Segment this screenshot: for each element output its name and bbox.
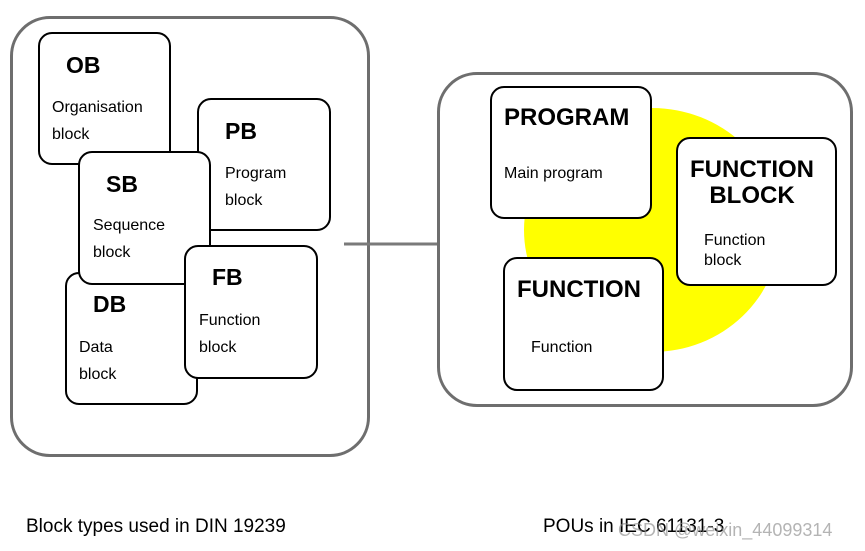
sb-desc-line-2: block [93, 244, 131, 261]
function-pou: FUNCTION Function [503, 257, 664, 391]
pb-block: PB Program block [197, 98, 331, 231]
pb-desc: Program block [225, 160, 345, 214]
ob-abbr: OB [66, 52, 101, 78]
sb-desc-line-1: Sequence [93, 217, 166, 234]
db-block: DB Data block [65, 272, 198, 405]
fb-desc-line-1: Function [199, 312, 261, 329]
function-block-pou: FUNCTION BLOCK Function block [676, 137, 837, 286]
pb-desc-line-1: Program [225, 165, 287, 182]
fb-desc-line-2: block [199, 339, 237, 356]
function-desc: Function [531, 339, 593, 356]
program-desc: Main program [504, 165, 603, 182]
fb-abbr: FB [212, 264, 243, 290]
db-abbr: DB [93, 291, 127, 317]
pb-abbr: PB [225, 118, 257, 144]
left-caption: Block types used in DIN 19239 [26, 516, 286, 537]
db-desc-line-1: Data [79, 339, 113, 356]
sb-block: SB Sequence block [78, 151, 211, 285]
sb-abbr: SB [106, 171, 138, 197]
program-title: PROGRAM [504, 104, 630, 131]
ob-desc: Organisation block [52, 94, 172, 148]
function-block-title-line-2: BLOCK [709, 182, 795, 209]
function-block-title-line-1: FUNCTION [690, 156, 814, 183]
ob-desc-line-2: block [52, 126, 90, 143]
db-desc: Data block [79, 334, 199, 388]
program-pou: PROGRAM Main program [490, 86, 652, 219]
pb-desc-line-2: block [225, 192, 263, 209]
fb-block: FB Function block [184, 245, 318, 379]
fb-desc: Function block [199, 307, 319, 361]
function-block-desc-line-1: Function [704, 232, 766, 249]
function-block-desc-line-2: block [704, 252, 742, 269]
function-block-desc: Function block [704, 231, 765, 271]
ob-block: OB Organisation block [38, 32, 171, 165]
sb-desc: Sequence block [93, 212, 213, 266]
watermark: CSDN @weixin_44099314 [618, 520, 833, 540]
db-desc-line-2: block [79, 366, 117, 383]
function-title: FUNCTION [517, 276, 641, 303]
function-block-title: FUNCTION BLOCK [690, 157, 814, 209]
ob-desc-line-1: Organisation [52, 99, 143, 116]
right-caption: POUs in IEC 61131-3 [543, 516, 725, 537]
